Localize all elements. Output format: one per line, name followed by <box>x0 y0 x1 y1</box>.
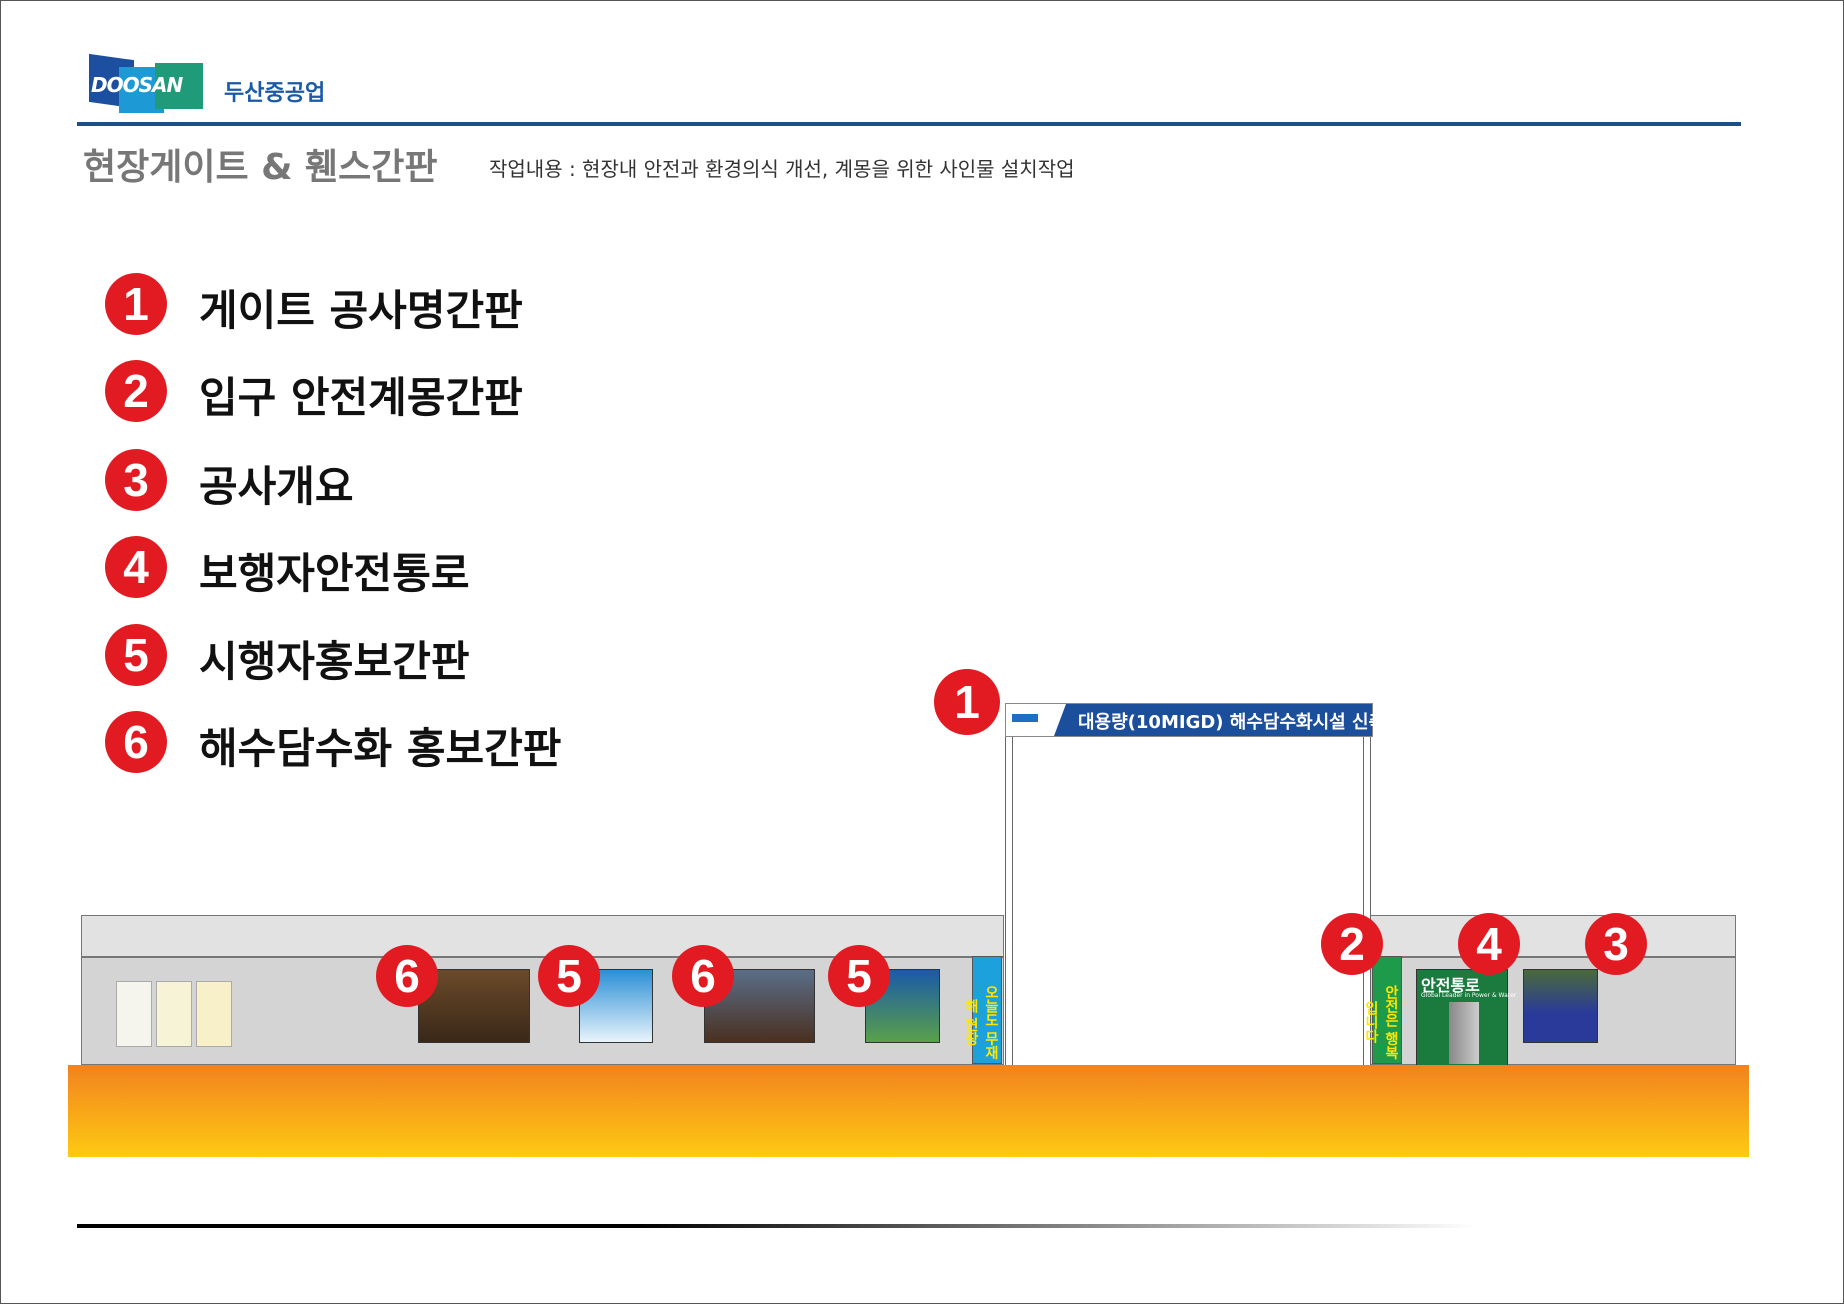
fence-top-right <box>1367 915 1736 957</box>
legend-label: 공사개요 <box>199 462 354 511</box>
legend-marker: 5 <box>105 624 167 686</box>
notice-board <box>196 981 232 1047</box>
legend-marker: 4 <box>105 536 167 598</box>
notice-board <box>116 981 152 1047</box>
marker-5: 5 <box>828 945 890 1007</box>
company-name: 두산중공업 <box>224 81 326 106</box>
header-divider <box>77 122 1741 126</box>
legend-marker: 3 <box>105 449 167 511</box>
ground-strip <box>68 1065 1749 1157</box>
marker-6: 6 <box>376 945 438 1007</box>
legend-label: 입구 안전계몽간판 <box>199 373 523 422</box>
gate-sign: 대용량(10MIGD) 해수담수화시설 신축공사 <box>1005 703 1418 737</box>
pedestrian-walkway-sign: 안전통로 Global Leader in Power & Water <box>1416 969 1516 1067</box>
safety-banner-entrance: 안전은 행복입니다 <box>1363 956 1402 1064</box>
legend-marker: 6 <box>105 711 167 773</box>
marker-2: 2 <box>1321 913 1383 975</box>
legend-label: 게이트 공사명간판 <box>199 286 523 335</box>
legend-label: 보행자안전통로 <box>199 549 470 598</box>
safety-banner-left: 오늘도 무재해 현장 <box>963 956 1002 1064</box>
marker-1: 1 <box>934 669 1000 735</box>
project-overview-board <box>1523 969 1598 1043</box>
door-icon <box>1449 1002 1479 1064</box>
marker-6: 6 <box>672 945 734 1007</box>
marker-5: 5 <box>538 945 600 1007</box>
legend-label: 시행자홍보간판 <box>199 637 470 686</box>
doosan-logo: DOOSAN <box>89 53 207 113</box>
page-title: 현장게이트 & 휀스간판 <box>83 147 438 188</box>
footer-divider <box>77 1224 1477 1228</box>
notice-board <box>156 981 192 1047</box>
gate-post-left <box>1005 733 1013 1067</box>
marker-3: 3 <box>1585 913 1647 975</box>
marker-4: 4 <box>1458 913 1520 975</box>
page-subtitle: 작업내용 : 현장내 안전과 환경의식 개선, 계몽을 위한 사인물 설치작업 <box>489 157 1075 181</box>
legend-label: 해수담수화 홍보간판 <box>199 724 562 773</box>
legend-marker: 1 <box>105 273 167 335</box>
legend-marker: 2 <box>105 360 167 422</box>
